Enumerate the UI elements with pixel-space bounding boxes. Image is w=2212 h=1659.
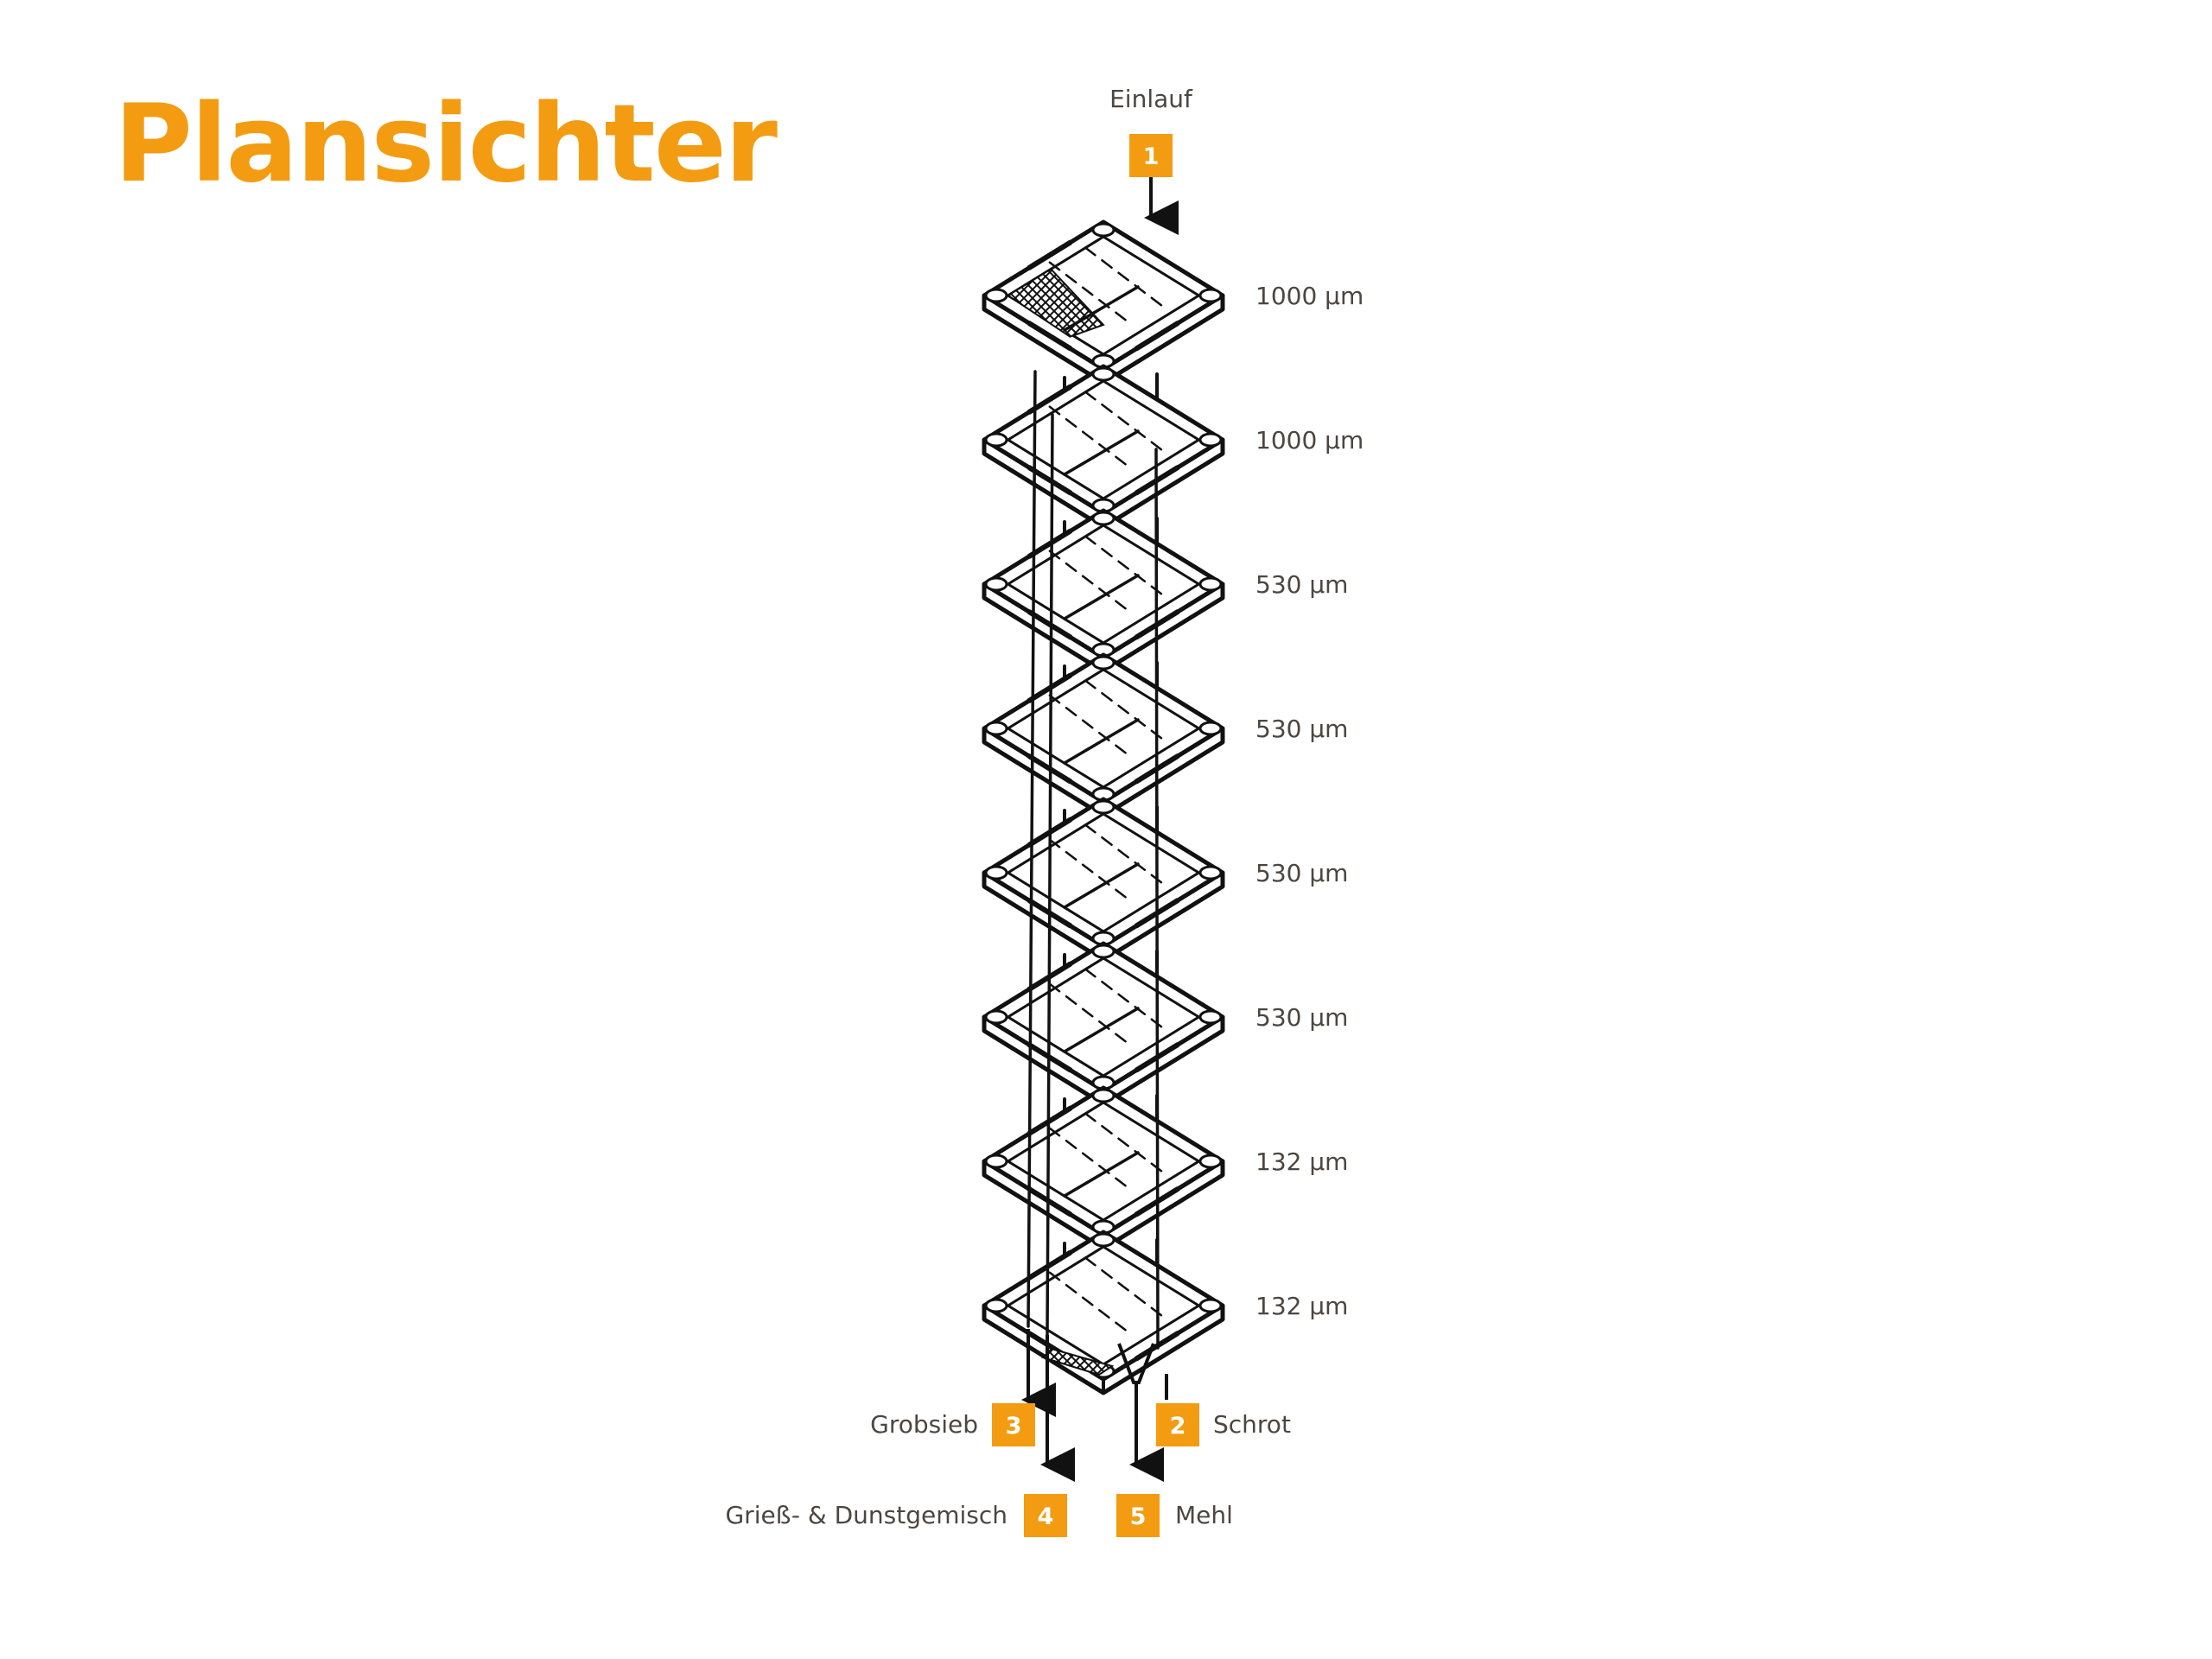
corner-block <box>984 1154 1008 1169</box>
corner-block <box>1091 511 1116 526</box>
inlet-number: 1 <box>1143 143 1160 170</box>
outlet-number: 5 <box>1130 1503 1147 1530</box>
corner-block <box>1198 288 1223 303</box>
corner-block <box>1198 432 1223 448</box>
flow-channel <box>1046 413 1054 1337</box>
frame-top <box>982 364 1225 516</box>
corner-block <box>1198 1298 1223 1313</box>
outlet-schrot: 2 Schrot <box>1156 1403 1291 1446</box>
outlet-label: Grieß- & Dunstgemisch <box>725 1501 1007 1529</box>
sieve-stack <box>982 219 1225 1395</box>
frame-top <box>982 508 1225 660</box>
page-title: Plansichter <box>114 82 778 207</box>
outlet-number: 2 <box>1170 1413 1186 1440</box>
corner-block <box>1091 944 1116 959</box>
corner-block <box>1198 721 1223 736</box>
corner-block <box>1198 1154 1223 1169</box>
sieve-frame <box>982 797 1225 1000</box>
corner-block <box>1091 655 1116 671</box>
corner-block <box>1091 222 1116 238</box>
mesh-label: 132 µm <box>1255 1147 1348 1176</box>
outlet-label: Schrot <box>1213 1410 1291 1439</box>
mesh-label: 1000 µm <box>1255 426 1363 454</box>
mesh-label: 1000 µm <box>1255 282 1363 310</box>
outlet-number: 4 <box>1038 1503 1054 1530</box>
sieve-frame <box>982 652 1225 855</box>
mesh-label: 530 µm <box>1255 859 1348 887</box>
outlet-label: Grobsieb <box>870 1410 978 1439</box>
flow-channel <box>1154 448 1160 1350</box>
flow-channel <box>1027 370 1037 1328</box>
sieve-frame <box>982 941 1225 1144</box>
outlet-grobsieb: Grobsieb 3 <box>870 1403 1035 1446</box>
corner-block <box>1091 366 1116 382</box>
corner-block <box>984 1009 1008 1025</box>
frame-top <box>982 652 1225 804</box>
frame-top <box>982 1230 1225 1382</box>
inlet-label: Einlauf <box>1109 85 1193 113</box>
outlet-griess-dunst: Grieß- & Dunstgemisch 4 <box>725 1494 1067 1537</box>
flow-line <box>1063 574 1140 620</box>
corner-block <box>984 1298 1008 1313</box>
flow-line <box>1063 1151 1140 1198</box>
corner-block <box>984 865 1008 880</box>
frame-top <box>982 797 1225 949</box>
corner-block <box>984 721 1008 736</box>
frame-top <box>982 941 1225 1093</box>
flow-line <box>1063 862 1140 909</box>
corner-block <box>984 432 1008 448</box>
mesh-label: 530 µm <box>1255 570 1348 599</box>
frame-top <box>982 1085 1225 1237</box>
outlet-number: 3 <box>1006 1413 1022 1440</box>
corner-block <box>1091 1232 1116 1248</box>
mesh-label: 530 µm <box>1255 1003 1348 1032</box>
corner-block <box>1198 1009 1223 1025</box>
outlet-label: Mehl <box>1175 1501 1233 1529</box>
corner-block <box>1091 799 1116 815</box>
outlet-mehl: 5 Mehl <box>1116 1494 1233 1537</box>
flow-line <box>1063 718 1140 765</box>
corner-block <box>984 288 1008 303</box>
corner-block <box>1198 576 1223 592</box>
mesh-label: 132 µm <box>1255 1292 1348 1320</box>
outlet-arrows <box>1021 1329 1168 1482</box>
flow-line <box>1063 285 1140 332</box>
sieve-frame <box>982 1230 1225 1395</box>
flow-line <box>1063 429 1140 476</box>
inlet-badge: 1 <box>1129 134 1173 177</box>
corner-block <box>984 576 1008 592</box>
corner-block <box>1091 1088 1116 1103</box>
mesh-label: 530 µm <box>1255 715 1348 743</box>
corner-block <box>1198 865 1223 880</box>
mesh-labels: 1000 µm 1000 µm 530 µm 530 µm 530 µm 530… <box>1255 282 1363 1320</box>
flow-line <box>1063 1007 1140 1053</box>
